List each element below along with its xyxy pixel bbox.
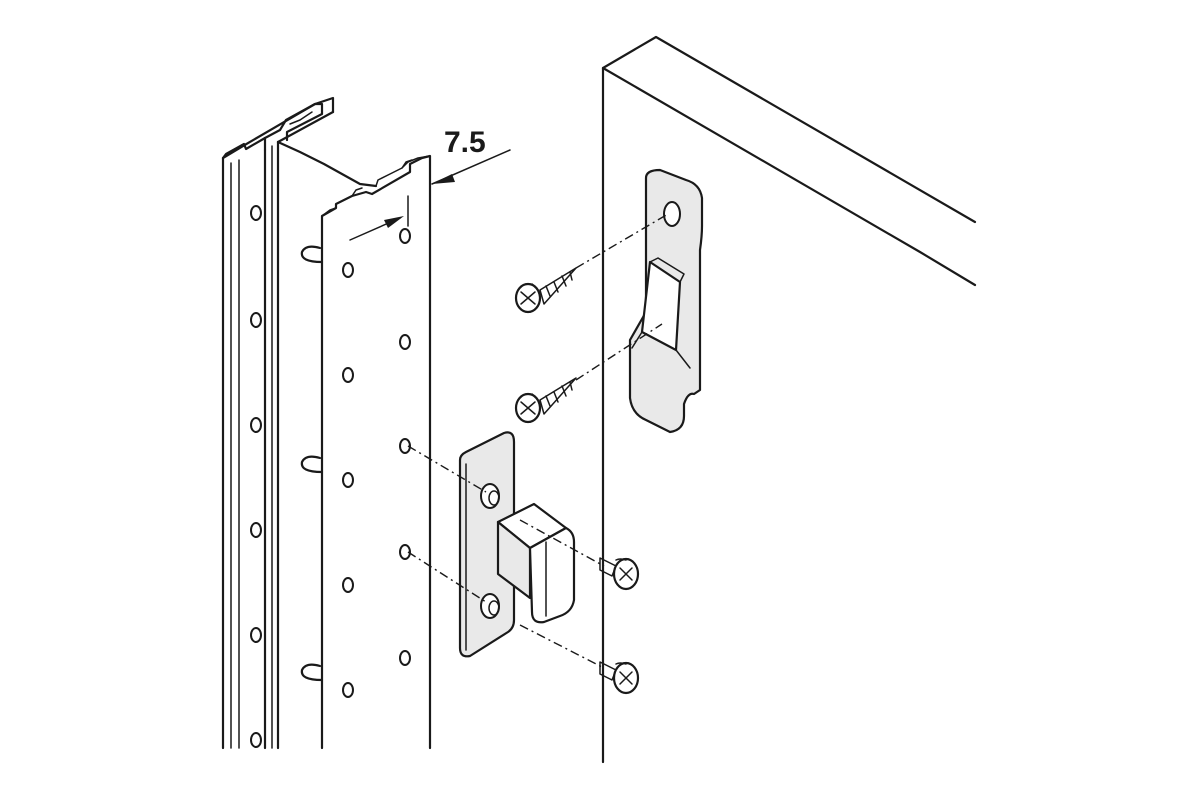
catch-plate [458, 431, 576, 658]
dimension-arrow-left [384, 216, 404, 228]
rail-slots [250, 205, 262, 748]
dimension-label: 7.5 [444, 126, 486, 159]
dimension-arrow-right [432, 174, 455, 184]
alignment-lines-bracket [519, 213, 669, 669]
catch-bracket [628, 168, 704, 434]
machine-screw-upper [599, 557, 640, 591]
aluminium-profile [221, 96, 378, 750]
wood-screw-middle [514, 377, 577, 424]
dimension-annotation: 7.5 [349, 126, 511, 241]
alignment-lines-plate [407, 445, 487, 603]
machine-screw-lower [599, 661, 640, 695]
perforated-strip [320, 154, 432, 750]
wood-screw-top [514, 267, 577, 314]
strip-holes [342, 228, 411, 698]
cabinet-panel [601, 35, 977, 764]
